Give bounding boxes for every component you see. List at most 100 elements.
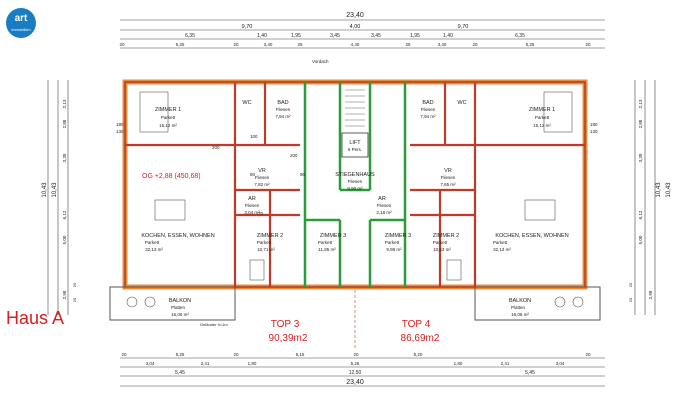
- dim-bottom-row1-3: 5,15: [296, 352, 305, 357]
- room-zimmer2-right: ZIMMER 2 Parkett 10,53 m²: [433, 233, 459, 252]
- room-name: BALKON: [169, 298, 191, 304]
- room-ar-left: AR Fliesen 3,04 m²: [244, 196, 260, 215]
- logo-sub-text: immobilien: [11, 27, 31, 32]
- dim-bottom-row3-0: 5,45: [175, 370, 185, 376]
- room-zimmer3-left: ZIMMER 3 Parkett 11,85 m²: [318, 233, 346, 252]
- room-area: 15,12 m²: [159, 123, 177, 128]
- room-name: STIEGENHAUS: [335, 172, 375, 178]
- room-zimmer3-right: ZIMMER 3 Parkett 9,98 m²: [385, 233, 411, 252]
- room-area: 15,12 m²: [533, 123, 551, 128]
- dim-right-6: 5,00: [638, 235, 643, 244]
- room-name: LIFT: [349, 140, 361, 146]
- dim-top-row4-3: 3,40: [264, 42, 273, 47]
- room-name: KOCHEN, ESSEN, WOHNEN: [141, 233, 214, 239]
- dim-bottom-row1-2: 20: [233, 352, 239, 357]
- dim-top-row2-b: 4,00: [350, 24, 361, 30]
- dim-top-row2-c: 9,70: [458, 24, 469, 30]
- room-area: 7,94 m²: [420, 114, 436, 119]
- room-floor: Fliesen: [421, 107, 436, 112]
- dim-top-row4-8: 20: [472, 42, 478, 47]
- room-zimmer2-left: ZIMMER 2 Parkett 10,71 m²: [257, 233, 283, 252]
- room-floor: Parkett: [493, 240, 508, 245]
- room-name: BAD: [422, 100, 433, 106]
- opening-label: 180: [116, 122, 124, 127]
- dim-bottom-row2-5: 2,41: [501, 361, 510, 366]
- room-area: 9,98 m²: [386, 247, 402, 252]
- room-area: 11,85 m²: [318, 247, 336, 252]
- room-name: WC: [242, 100, 251, 106]
- room-area: 7,94 m²: [275, 114, 291, 119]
- room-name: BALKON: [509, 298, 531, 304]
- room-floor: 6 Pers.: [348, 147, 362, 152]
- room-area: 10,71 m²: [257, 247, 275, 252]
- dim-top-row4-2: 20: [233, 42, 239, 47]
- dim-bottom-row3-1: 12,50: [349, 370, 362, 376]
- dimension-lines-bottom: [120, 357, 605, 387]
- dim-top-row3-3: 3,45: [330, 33, 340, 39]
- opening-label: 130: [116, 129, 124, 134]
- room-vr-right: VR Fliesen 7,65 m²: [440, 168, 456, 187]
- og-level-label: OG +2,88 (450,68): [142, 173, 201, 180]
- dim-bottom-row1-0: 20: [121, 352, 127, 357]
- opening-label: 80: [250, 172, 256, 177]
- room-floor: Fliesen: [255, 175, 270, 180]
- dim-top-row4-10: 20: [585, 42, 591, 47]
- room-area: 3,04 m²: [244, 210, 260, 215]
- dim-top-row4-4: 25: [297, 42, 303, 47]
- dim-left-total-1: 10,43: [42, 182, 48, 198]
- dim-top-row3-1: 1,40: [257, 33, 267, 39]
- dim-bottom-row2-3: 5,26: [351, 361, 360, 366]
- lift-shaft: [341, 132, 369, 158]
- unit-top3-name: TOP 3: [271, 319, 300, 330]
- room-vr-left: VR Fliesen 7,82 m²: [254, 168, 270, 187]
- room-name: ZIMMER 2: [257, 233, 283, 239]
- room-floor: Fliesen: [276, 107, 291, 112]
- room-floor: Parkett: [145, 240, 160, 245]
- exterior-walls: [122, 79, 588, 290]
- room-kochen-left: KOCHEN, ESSEN, WOHNEN Parkett 32,13 m²: [141, 233, 214, 252]
- room-balkon-left: BALKON Platten 16,06 m²: [169, 298, 191, 317]
- room-wc-right: WC: [457, 100, 466, 106]
- room-name: WC: [457, 100, 466, 106]
- dim-right-total-2: 10,43: [666, 182, 672, 198]
- dim-bottom-total: 23,40: [346, 379, 364, 386]
- dim-bottom-row1-1: 5,25: [176, 352, 185, 357]
- balconies: [109, 286, 601, 321]
- dim-bottom-row3-2: 5,45: [525, 370, 535, 376]
- room-floor: Parkett: [535, 115, 550, 120]
- room-ar-right: AR Fliesen 2,18 m²: [376, 196, 392, 215]
- room-area: 7,82 m²: [254, 182, 270, 187]
- room-bad-left: BAD Fliesen 7,94 m²: [275, 100, 291, 119]
- room-zimmer1-right: ZIMMER 1 Parkett 15,12 m²: [529, 107, 555, 128]
- dim-top-row3-0: 6,35: [185, 33, 195, 39]
- dim-right-7: 20: [628, 282, 633, 287]
- unit-top3-area: 90,39m2: [269, 333, 308, 344]
- dim-left-9: 2,98: [62, 290, 67, 299]
- dim-left-2: 2,13: [62, 99, 67, 108]
- dim-bottom-row1-5: 5,20: [414, 352, 423, 357]
- room-area: 7,65 m²: [440, 182, 456, 187]
- unit-top4-name: TOP 4: [402, 319, 431, 330]
- dim-top-row3-2: 1,95: [291, 33, 301, 39]
- room-name: ZIMMER 3: [320, 233, 346, 239]
- dim-right-total-1: 10,43: [656, 182, 662, 198]
- room-floor: Parkett: [433, 240, 448, 245]
- room-bad-right: BAD Fliesen 7,94 m²: [420, 100, 436, 119]
- room-area: 16,06 m²: [511, 312, 529, 317]
- dim-bottom-row2-0: 3,04: [146, 361, 155, 366]
- room-name: ZIMMER 1: [529, 107, 555, 113]
- room-floor: Fliesen: [377, 203, 392, 208]
- room-area: 2,18 m²: [376, 210, 392, 215]
- room-wc-left: WC: [242, 100, 251, 106]
- opening-label: 180: [590, 122, 598, 127]
- room-floor: Parkett: [318, 240, 333, 245]
- room-area: 32,13 m²: [493, 247, 511, 252]
- dim-bottom-row2-1: 2,41: [201, 361, 210, 366]
- dim-bottom-row2-6: 3,04: [556, 361, 565, 366]
- dim-top-row3-7: 6,35: [515, 33, 525, 39]
- room-floor: Fliesen: [441, 175, 456, 180]
- logo-main-text: art: [14, 13, 28, 24]
- dim-top-row4-7: 3,40: [438, 42, 447, 47]
- dim-top-row4-9: 5,25: [526, 42, 535, 47]
- opening-label: 200: [290, 153, 298, 158]
